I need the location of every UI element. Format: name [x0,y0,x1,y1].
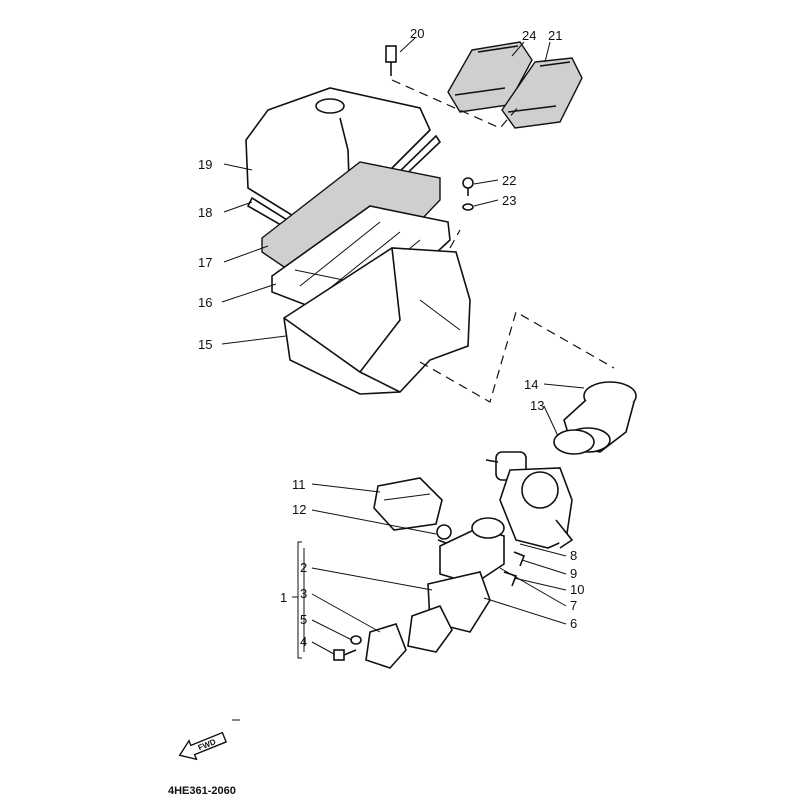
label-part-17: 17 [198,255,212,270]
reference-line-top [391,79,521,129]
label-part-2: 2 [300,560,307,575]
label-part-9: 9 [570,566,577,581]
reference-line-upper [449,229,461,249]
label-part-23: 23 [502,193,516,208]
catalog-code: 4HE361-2060 [168,785,236,797]
label-part-11: 11 [292,477,306,492]
air-cleaner-case-15 [283,247,471,395]
label-part-18: 18 [198,205,212,220]
hose-11 [373,477,443,531]
label-part-3: 3 [300,586,307,601]
part-labels: 1 2 3 4 5 6 7 8 9 10 11 12 13 14 15 16 1… [198,26,584,649]
clamp-13 [553,429,595,455]
fwd-arrow-icon: FWD [178,731,228,761]
intake-joint-21 [501,57,583,129]
label-part-5: 5 [300,612,307,627]
leader-lines [221,37,585,655]
bolt-20 [385,45,397,76]
label-part-14: 14 [524,377,538,392]
label-part-10: 10 [570,582,584,597]
washer-5 [350,635,362,645]
label-part-22: 22 [502,173,516,188]
label-part-1: 1 [280,590,287,605]
label-part-16: 16 [198,295,212,310]
label-part-20: 20 [410,26,424,41]
label-part-15: 15 [198,337,212,352]
label-part-21: 21 [548,28,562,43]
reference-line-middle [419,311,615,403]
intake-manifold-7 [439,517,505,585]
screw-22 [462,177,474,196]
label-part-4: 4 [300,634,307,649]
label-part-7: 7 [570,598,577,613]
screw-4 [333,649,357,661]
label-part-12: 12 [292,502,306,517]
washer-23 [462,203,474,211]
air-cleaner-cover-19 [245,87,431,221]
label-part-19: 19 [198,157,212,172]
carburetor-8 [485,451,574,549]
label-part-13: 13 [530,398,544,413]
label-part-24: 24 [522,28,536,43]
group-bracket-1 [297,541,305,659]
label-part-6: 6 [570,616,577,631]
reed-valve-2 [407,605,453,653]
label-part-8: 8 [570,548,577,563]
clip-9 [513,551,526,567]
stopper-plate-3 [365,623,407,669]
